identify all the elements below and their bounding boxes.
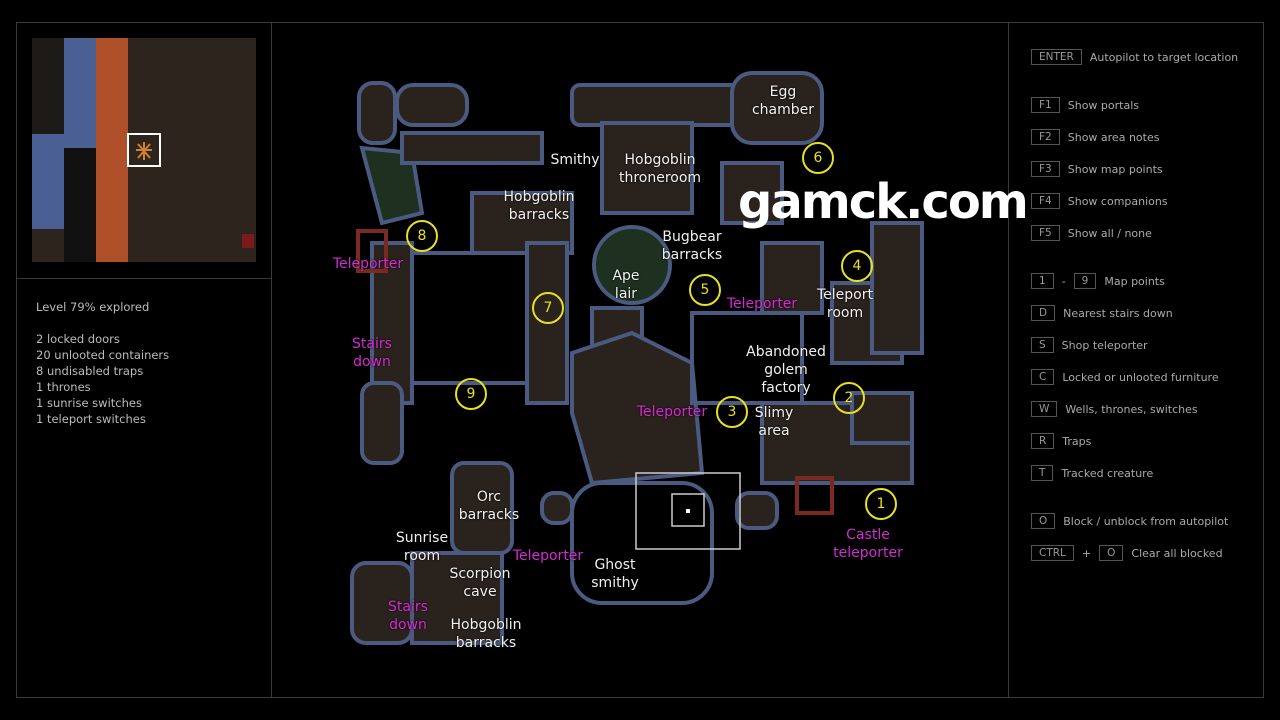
portal-label[interactable]: Teleporter — [512, 548, 584, 564]
hotkey-row[interactable]: S Shop teleporter — [1031, 337, 1148, 353]
minimap — [32, 38, 256, 262]
player-icon — [136, 142, 152, 160]
hotkey-row[interactable]: F1 Show portals — [1031, 97, 1139, 113]
hotkey-label: Tracked creature — [1061, 466, 1154, 480]
hotkey-row[interactable]: F3 Show map points — [1031, 161, 1163, 177]
stat-line: 1 sunrise switches — [36, 396, 142, 410]
player-marker — [127, 133, 161, 167]
key-separator: - — [1061, 274, 1066, 288]
hotkey-row[interactable]: ENTER Autopilot to target location — [1031, 49, 1238, 65]
hotkey-row[interactable]: F2 Show area notes — [1031, 129, 1159, 145]
player-marker — [671, 493, 705, 527]
hotkey-row[interactable]: F5 Show all / none — [1031, 225, 1152, 241]
map-point-1[interactable]: 1 — [865, 488, 897, 520]
key-cap[interactable]: R — [1031, 433, 1055, 449]
map-point-7[interactable]: 7 — [532, 292, 564, 324]
key-cap[interactable]: F5 — [1031, 225, 1060, 241]
stat-line: 8 undisabled traps — [36, 364, 144, 378]
hotkey-row[interactable]: F4 Show companions — [1031, 193, 1168, 209]
map-point-9[interactable]: 9 — [455, 378, 487, 410]
area-label: Egg chamber — [751, 84, 815, 118]
portal-label[interactable]: Stairs down — [352, 336, 392, 370]
portal-label[interactable]: Castle teleporter — [833, 527, 903, 561]
key-cap[interactable]: CTRL — [1031, 545, 1074, 561]
area-label: Ape lair — [612, 268, 640, 302]
hotkey-row[interactable]: O Block / unblock from autopilot — [1031, 513, 1228, 529]
map-point-8[interactable]: 8 — [406, 220, 438, 252]
area-label: Abandoned golem factory — [746, 344, 826, 396]
hotkey-label: Map points — [1104, 274, 1165, 288]
hotkey-label: Show area notes — [1067, 130, 1160, 144]
map-point-6[interactable]: 6 — [802, 142, 834, 174]
hotkey-label: Autopilot to target location — [1089, 50, 1239, 64]
key-cap[interactable]: 1 — [1031, 273, 1054, 289]
portal-label[interactable]: Stairs down — [388, 599, 428, 633]
stat-line: 2 locked doors — [36, 332, 120, 346]
key-cap[interactable]: T — [1031, 465, 1054, 481]
key-cap[interactable]: D — [1031, 305, 1056, 321]
key-cap[interactable]: F3 — [1031, 161, 1060, 177]
map-point-2[interactable]: 2 — [833, 382, 865, 414]
view-rect — [635, 472, 741, 550]
area-label: Sunrise room — [395, 530, 449, 564]
key-cap[interactable]: ENTER — [1031, 49, 1082, 65]
key-cap[interactable]: W — [1031, 401, 1058, 417]
key-cap[interactable]: F4 — [1031, 193, 1060, 209]
hotkey-row[interactable]: T Tracked creature — [1031, 465, 1153, 481]
area-label: Ghost smithy — [591, 557, 639, 591]
hotkey-label: Clear all blocked — [1131, 546, 1223, 560]
key-separator: + — [1081, 546, 1092, 560]
area-label: Teleport room — [817, 287, 873, 321]
area-label: Bugbear barracks — [661, 229, 723, 263]
area-label: Hobgoblin barracks — [450, 617, 522, 651]
map-point-4[interactable]: 4 — [841, 250, 873, 282]
watermark: gamck.com — [738, 174, 1029, 230]
hotkey-label: Block / unblock from autopilot — [1063, 514, 1229, 528]
hotkey-label: Nearest stairs down — [1063, 306, 1173, 320]
hotkey-row[interactable]: W Wells, thrones, switches — [1031, 401, 1198, 417]
map-point-3[interactable]: 3 — [716, 396, 748, 428]
portal-label[interactable]: Teleporter — [332, 256, 404, 272]
key-cap[interactable]: F2 — [1031, 129, 1060, 145]
stat-line: 1 teleport switches — [36, 412, 146, 426]
area-label: Hobgoblin barracks — [503, 189, 575, 223]
hotkey-label: Locked or unlooted furniture — [1062, 370, 1219, 384]
hotkey-row[interactable]: 1-9 Map points — [1031, 273, 1165, 289]
hotkey-label: Show map points — [1067, 162, 1163, 176]
area-label: Scorpion cave — [449, 566, 511, 600]
portal-label[interactable]: Teleporter — [636, 404, 708, 420]
area-label: Smithy — [550, 152, 600, 168]
hotkey-label: Show companions — [1067, 194, 1168, 208]
area-label: Slimy area — [754, 405, 794, 439]
hotkey-row[interactable]: C Locked or unlooted furniture — [1031, 369, 1219, 385]
hotkey-label: Shop teleporter — [1061, 338, 1148, 352]
hotkey-row[interactable]: R Traps — [1031, 433, 1091, 449]
area-label: Orc barracks — [458, 489, 520, 523]
level-stats: Level 79% explored 2 locked doors 20 unl… — [36, 299, 169, 427]
hotkey-label: Show all / none — [1067, 226, 1152, 240]
hotkey-row[interactable]: D Nearest stairs down — [1031, 305, 1173, 321]
left-panel: Level 79% explored 2 locked doors 20 unl… — [16, 22, 272, 698]
hotkey-label: Show portals — [1067, 98, 1139, 112]
map-point-5[interactable]: 5 — [689, 274, 721, 306]
key-cap[interactable]: O — [1031, 513, 1056, 529]
key-cap[interactable]: 9 — [1073, 273, 1097, 289]
hotkey-label: Wells, thrones, switches — [1065, 402, 1198, 416]
key-cap[interactable]: O — [1099, 545, 1124, 561]
stat-line: 20 unlooted containers — [36, 348, 170, 362]
dungeon-map[interactable] — [271, 22, 1009, 698]
hotkey-row[interactable]: CTRL + O Clear all blocked — [1031, 545, 1223, 561]
key-cap[interactable]: F1 — [1031, 97, 1060, 113]
map-geometry — [350, 71, 924, 645]
hotkey-label: Traps — [1062, 434, 1092, 448]
explored-text: Level 79% explored — [36, 300, 150, 314]
stat-line: 1 thrones — [36, 380, 91, 394]
portal-label[interactable]: Teleporter — [726, 296, 798, 312]
key-cap[interactable]: S — [1031, 337, 1054, 353]
area-label: Hobgoblin throneroom — [618, 152, 702, 186]
key-cap[interactable]: C — [1031, 369, 1055, 385]
